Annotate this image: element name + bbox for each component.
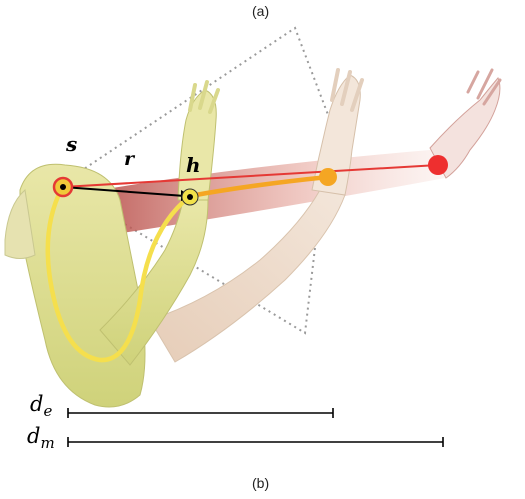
hand-label: h <box>186 153 201 177</box>
max-distance-label-sub: m <box>40 434 54 452</box>
panel-label-top: (a) <box>252 3 269 19</box>
mid-hand-marker <box>319 168 337 186</box>
shoulder-label: s <box>66 132 77 156</box>
shoulder-center-dot <box>60 184 66 190</box>
extended-arm <box>100 70 500 235</box>
far-hand-marker <box>428 155 448 175</box>
elbow-distance-label: de <box>30 392 52 420</box>
max-distance-label: dm <box>27 424 55 452</box>
radius-label: r <box>124 148 134 170</box>
max-distance-label-base: d <box>27 424 40 448</box>
elbow-distance-bar <box>68 408 333 418</box>
elbow-distance-label-sub: e <box>43 402 52 420</box>
hand-center-dot <box>187 194 193 200</box>
max-distance-bar <box>68 437 443 447</box>
elbow-distance-label-base: d <box>30 392 43 416</box>
panel-label-bottom: (b) <box>252 475 269 491</box>
